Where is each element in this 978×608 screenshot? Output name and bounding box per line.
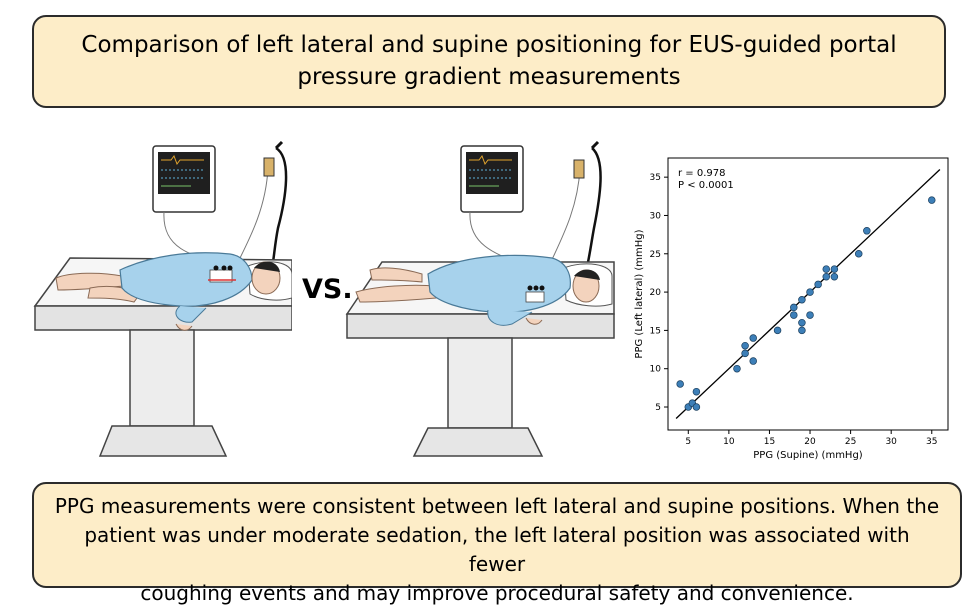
x-tick-label: 20 xyxy=(804,437,816,447)
y-tick-label: 30 xyxy=(650,211,662,221)
title-line-1: Comparison of left lateral and supine po… xyxy=(81,32,897,58)
data-point xyxy=(790,303,798,312)
data-point xyxy=(676,380,684,388)
summary-box: PPG measurements were consistent between… xyxy=(32,482,962,605)
data-point xyxy=(741,349,749,358)
data-point xyxy=(749,334,757,342)
scatter-plot: 5 10 15 20 25 30 35 5 10 15 20 25 30 35 r = 0.978 P <… xyxy=(634,157,949,461)
summary-line-2: patient was under moderate sedation, the… xyxy=(84,523,910,576)
title-box: Comparison of left lateral and supine po… xyxy=(32,15,946,108)
x-tick-label: 35 xyxy=(926,437,937,447)
plot-frame xyxy=(667,157,949,431)
patient-supine-figure xyxy=(355,254,600,326)
y-axis-label: PPG (Left lateral) (mmHg) xyxy=(634,229,645,358)
data-point xyxy=(863,227,871,235)
x-tick-label: 30 xyxy=(885,437,897,447)
data-point xyxy=(733,364,741,373)
x-tick-label: 10 xyxy=(723,437,735,447)
vs-label: VS. xyxy=(302,274,353,305)
data-point xyxy=(830,273,839,281)
y-tick-label: 10 xyxy=(650,365,662,375)
endoscope-icon xyxy=(263,140,288,279)
data-point xyxy=(773,326,782,335)
x-tick-label: 5 xyxy=(685,437,691,447)
data-point xyxy=(830,265,839,273)
data-point xyxy=(798,326,806,335)
y-tick-label: 15 xyxy=(650,326,661,336)
data-point xyxy=(806,288,814,296)
data-point xyxy=(806,311,814,319)
data-point xyxy=(790,311,798,319)
y-tick-label: 20 xyxy=(650,288,662,298)
x-tick-label: 25 xyxy=(845,437,856,447)
summary-line-3: coughing events and may improve procedur… xyxy=(140,581,854,605)
data-point xyxy=(749,357,757,365)
data-point xyxy=(741,341,749,350)
data-point xyxy=(822,273,831,281)
x-axis-label: PPG (Supine) (mmHg) xyxy=(753,450,863,461)
data-point xyxy=(692,403,701,411)
data-point xyxy=(822,265,831,273)
summary-line-1: PPG measurements were consistent between… xyxy=(54,494,940,518)
annotation-p: P < 0.0001 xyxy=(678,180,734,191)
data-point xyxy=(928,196,936,204)
x-tick-label: 15 xyxy=(764,437,775,447)
annotation-r: r = 0.978 xyxy=(678,168,725,179)
title-line-2: pressure gradient measurements xyxy=(297,64,681,90)
data-point xyxy=(692,387,701,396)
y-tick-label: 5 xyxy=(655,403,661,413)
monitor-icon xyxy=(460,145,524,213)
monitor-icon xyxy=(152,145,216,213)
data-point xyxy=(798,318,806,327)
y-tick-label: 35 xyxy=(650,173,661,183)
y-tick-label: 25 xyxy=(650,250,661,260)
patient-left-lateral-figure xyxy=(55,252,281,331)
data-point xyxy=(854,250,863,258)
left-lateral-scene-illustration xyxy=(33,140,292,457)
data-point xyxy=(814,280,822,289)
data-point xyxy=(798,295,806,304)
supine-scene-illustration xyxy=(345,140,615,457)
